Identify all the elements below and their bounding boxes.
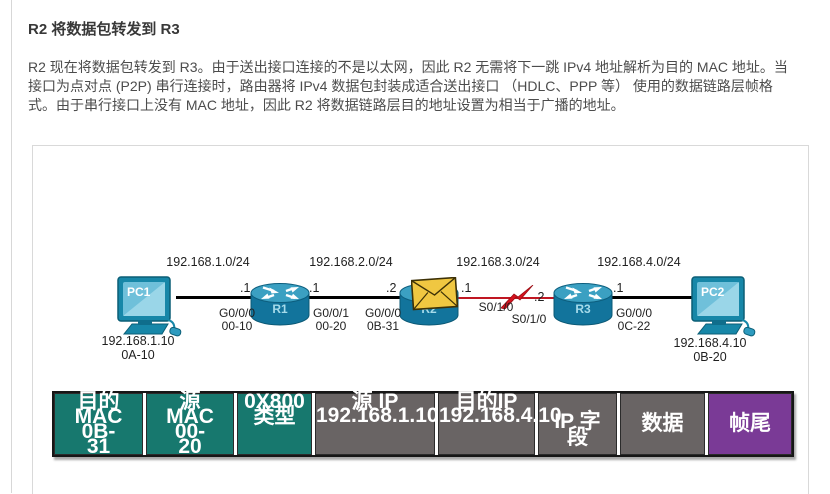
r1-g000-mac: 00-10: [221, 319, 253, 333]
ethernet-link-pc1-r1: [176, 296, 252, 299]
dest-ip-value: 192.168.4.10: [439, 404, 562, 427]
r2-g000-mac: 0B-31: [366, 319, 400, 333]
page-left-border: [11, 0, 12, 493]
page-title: R2 将数据包转发到 R3: [28, 21, 180, 39]
frame-cell-dest-mac: 目的 MAC 0B- 31: [54, 390, 143, 458]
r2-right-octet: .1: [461, 281, 472, 295]
dest-mac-line4: 31: [86, 435, 111, 458]
network-label-2: 192.168.2.0/24: [309, 255, 393, 269]
ip-fields-line2: 段: [567, 426, 588, 449]
r2-g000-port: G0/0/0: [364, 306, 402, 320]
router-r3-icon: R3: [553, 283, 613, 326]
frame-cell-type: 0X800 类型: [237, 390, 312, 455]
src-mac-line4: 20: [178, 435, 202, 458]
data-label: 数据: [641, 412, 684, 435]
r2-s010-label: S0/1/0: [479, 301, 514, 314]
pc1-address-label: 192.168.1.10 0A-10: [101, 334, 175, 362]
topology-diagram-panel: 192.168.1.0/24 192.168.2.0/24 192.168.3.…: [32, 145, 809, 494]
router-r1-label: R1: [272, 302, 288, 316]
packet-envelope-icon: [411, 277, 459, 311]
r3-s010-port: S0/1/0: [511, 312, 547, 326]
lesson-paragraph: R2 现在将数据包转发到 R3。由于送出接口连接的不是以太网，因此 R2 无需将…: [28, 59, 788, 113]
r1-right-octet: .1: [309, 281, 320, 295]
frame-cell-ip-fields: IP 字 段: [538, 393, 617, 455]
frame-cell-src-mac: 源 MAC 00- 20: [146, 390, 234, 458]
r2-left-octet: .2: [386, 281, 397, 295]
frame-fields-bar: 目的 MAC 0B- 31 源 MAC 00- 20 0X800 类型 源 IP…: [52, 391, 794, 457]
pc1-ip: 192.168.1.10: [101, 334, 175, 348]
dest-ip-label: 目的IP: [455, 390, 518, 413]
frame-cell-trailer: 帧尾: [708, 393, 792, 455]
r3-g000-label: G0/0/0 0C-22: [616, 307, 652, 333]
dest-mac-line1: 目的: [77, 390, 120, 413]
r3-g000-mac: 0C-22: [617, 319, 651, 333]
r1-g000-port: G0/0/0: [218, 306, 256, 320]
pc1-mac: 0A-10: [121, 347, 155, 362]
src-mac-line3: 00-: [174, 420, 206, 443]
router-r1-icon: R1: [250, 283, 310, 326]
type-line2: 类型: [253, 405, 296, 428]
network-label-3: 192.168.3.0/24: [456, 255, 540, 269]
r1-left-octet: .1: [240, 281, 251, 295]
r2-g000-label: G0/0/0 0B-31: [365, 307, 401, 333]
router-r3-label: R3: [575, 302, 591, 316]
pc1-label: PC1: [127, 285, 151, 299]
r1-g001-port: G0/0/1: [312, 306, 350, 320]
ethernet-link-r1-r2: [308, 296, 401, 299]
r3-left-octet: .2: [534, 290, 545, 304]
pc2-mac: 0B-20: [693, 349, 727, 364]
dest-mac-line2: MAC: [74, 405, 123, 428]
src-ip-value: 192.168.1.10: [316, 404, 439, 427]
serial-link-r2-r3: [458, 297, 554, 299]
network-label-1: 192.168.1.0/24: [166, 255, 250, 269]
dest-mac-line3: 0B-: [81, 420, 116, 443]
frame-cell-src-ip: 源 IP 192.168.1.10: [315, 390, 439, 455]
pc2-icon: PC2: [691, 276, 756, 337]
pc1-icon: PC1: [117, 276, 182, 337]
frame-cell-data: 数据: [620, 393, 705, 455]
r1-g000-label: G0/0/0 00-10: [219, 307, 255, 333]
src-mac-line2: MAC: [166, 405, 214, 428]
src-ip-label: 源 IP: [351, 390, 399, 413]
r1-g001-mac: 00-20: [315, 319, 347, 333]
r3-s010-label: S0/1/0: [512, 313, 547, 326]
r3-g000-port: G0/0/0: [615, 306, 653, 320]
pc2-label: PC2: [701, 285, 725, 299]
r1-g001-label: G0/0/1 00-20: [313, 307, 349, 333]
trailer-label: 帧尾: [729, 412, 771, 435]
network-label-4: 192.168.4.0/24: [597, 255, 681, 269]
pc2-ip: 192.168.4.10: [673, 336, 747, 350]
src-mac-line1: 源: [179, 390, 201, 413]
r3-right-octet: .1: [613, 281, 624, 295]
type-line1: 0X800: [244, 390, 305, 413]
ip-fields-line1: IP 字: [554, 410, 601, 433]
r2-s010-port: S0/1/0: [478, 300, 514, 314]
serial-lightning-icon: [501, 285, 534, 309]
frame-cell-dest-ip: 目的IP 192.168.4.10: [438, 390, 562, 455]
ethernet-link-r3-pc2: [609, 296, 693, 299]
pc2-address-label: 192.168.4.10 0B-20: [673, 336, 747, 364]
